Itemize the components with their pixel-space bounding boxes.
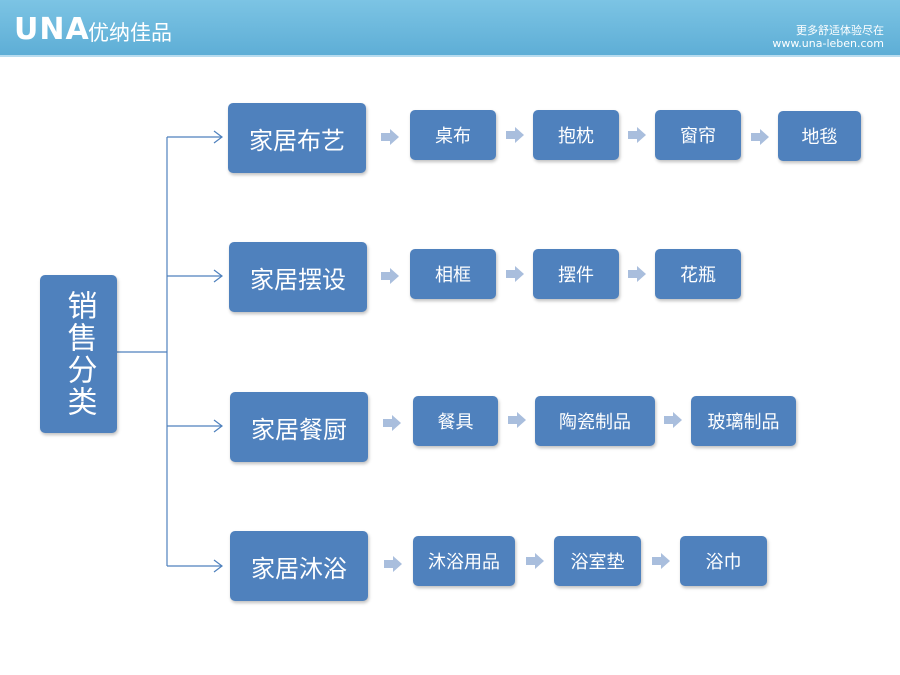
item-vase[interactable]: 花瓶 xyxy=(655,249,741,299)
category-home-bath[interactable]: 家居沐浴 xyxy=(230,531,368,601)
item-bath-towel[interactable]: 浴巾 xyxy=(680,536,767,586)
item-glassware[interactable]: 玻璃制品 xyxy=(691,396,796,446)
website-link[interactable]: www.una-leben.com xyxy=(772,37,884,50)
item-ornament[interactable]: 摆件 xyxy=(533,249,619,299)
item-pillow[interactable]: 抱枕 xyxy=(533,110,619,160)
item-carpet[interactable]: 地毯 xyxy=(778,111,861,161)
block-arrow-icon xyxy=(652,553,670,569)
block-arrow-icon xyxy=(508,412,526,428)
category-home-textiles[interactable]: 家居布艺 xyxy=(228,103,366,173)
item-curtain[interactable]: 窗帘 xyxy=(655,110,741,160)
block-arrow-icon xyxy=(383,415,401,431)
slogan: 更多舒适体验尽在 www.una-leben.com xyxy=(772,24,884,50)
una-logo[interactable]: UNA xyxy=(14,12,90,47)
block-arrow-icon xyxy=(628,127,646,143)
block-arrow-icon xyxy=(664,412,682,428)
category-home-decor[interactable]: 家居摆设 xyxy=(229,242,367,312)
slogan-line: 更多舒适体验尽在 xyxy=(796,24,884,37)
block-arrow-icon xyxy=(628,266,646,282)
arrowhead xyxy=(213,559,223,573)
arrowhead xyxy=(213,130,223,144)
item-tableware[interactable]: 餐具 xyxy=(413,396,498,446)
block-arrow-icon xyxy=(506,266,524,282)
item-bath-mat[interactable]: 浴室垫 xyxy=(554,536,641,586)
block-arrow-icon xyxy=(384,556,402,572)
arrowhead xyxy=(213,269,223,283)
block-arrow-icon xyxy=(381,129,399,145)
item-photo-frame[interactable]: 相框 xyxy=(410,249,496,299)
block-arrow-icon xyxy=(526,553,544,569)
block-arrow-icon xyxy=(381,268,399,284)
block-arrow-icon xyxy=(751,129,769,145)
category-home-kitchen[interactable]: 家居餐厨 xyxy=(230,392,368,462)
item-tablecloth[interactable]: 桌布 xyxy=(410,110,496,160)
block-arrow-icon xyxy=(506,127,524,143)
arrowhead xyxy=(213,419,223,433)
brand-name: 优纳佳品 xyxy=(88,21,172,45)
header-banner: UNA 优纳佳品 更多舒适体验尽在 www.una-leben.com xyxy=(0,0,900,57)
root-node-sales-categories[interactable]: 销售分类 xyxy=(40,275,117,433)
item-ceramics[interactable]: 陶瓷制品 xyxy=(535,396,655,446)
item-bath-products[interactable]: 沐浴用品 xyxy=(413,536,515,586)
